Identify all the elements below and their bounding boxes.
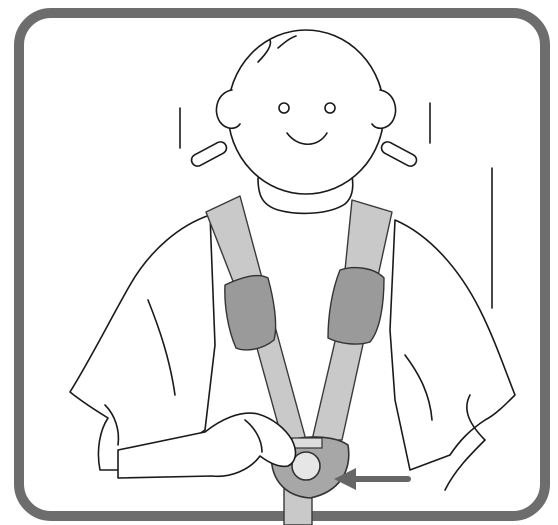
- shoulder-pad-icon: [225, 268, 384, 350]
- child-head: [189, 30, 418, 194]
